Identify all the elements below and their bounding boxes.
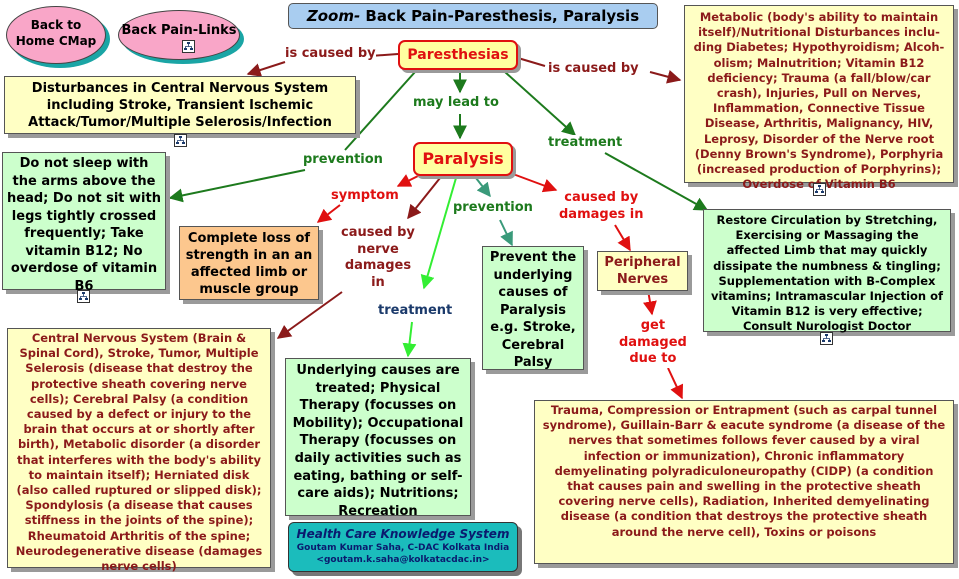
paralysis-prevention-node: Prevent the underlying causes of Paralys… (482, 246, 584, 370)
concept-map-icon[interactable] (174, 134, 187, 147)
title-zoom: Zoom- (306, 7, 361, 25)
back-to-home-button[interactable]: Back to Home CMap (6, 6, 106, 64)
back-pain-links-button[interactable]: Back Pain-Links (118, 10, 240, 60)
concept-map-icon[interactable] (77, 290, 90, 303)
concept-map-icon[interactable] (813, 183, 826, 196)
concept-map-icon[interactable] (182, 40, 195, 53)
footer-email[interactable]: <goutam.k.saha@kolkatacdac.in> (316, 555, 490, 565)
label-caused-by-damages-in: caused by damages in (559, 189, 644, 223)
label-caused-by-nerve-damages: caused by nerve damages in (341, 225, 415, 291)
back-pain-links-label: Back Pain-Links (121, 23, 237, 38)
treatment-restore-node: Restore Circulation by Stretching, Exerc… (703, 209, 951, 333)
label-treatment-2: treatment (378, 303, 453, 318)
paralysis-treatment-node: Underlying causes are treated; Physical … (285, 358, 471, 519)
metabolic-causes-node: Metabolic (body's ability to maintain it… (684, 5, 954, 191)
label-prevention-2: prevention (453, 200, 533, 215)
footer-credits: Health Care Knowledge System Goutam Kuma… (288, 522, 518, 572)
prevention-tips-node: Do not sleep with the arms above the hea… (2, 152, 166, 294)
label-is-caused-by-left: is caused by (285, 46, 376, 61)
title-text: Back Pain-Paresthesis, Paralysis (360, 7, 640, 25)
footer-title: Health Care Knowledge System (296, 527, 510, 541)
label-prevention-1: prevention (303, 152, 383, 167)
label-symptom: symptom (331, 188, 399, 203)
page-title: Zoom- Back Pain-Paresthesis, Paralysis (288, 3, 658, 29)
label-is-caused-by-right: is caused by (548, 61, 639, 76)
cns-disturbances-node: Disturbances in Central Nervous System i… (4, 76, 356, 134)
complete-loss-node: Complete loss of strength in an an affec… (179, 226, 319, 300)
label-treatment-1: treatment (548, 135, 623, 150)
paralysis-concept[interactable]: Paralysis (413, 142, 513, 176)
label-may-lead-to: may lead to (413, 95, 499, 110)
paresthesias-concept[interactable]: Paresthesias (398, 40, 518, 70)
concept-map-icon[interactable] (820, 332, 833, 345)
label-get-damaged-due-to: get damaged due to (619, 318, 687, 368)
peripheral-damage-causes-node: Trauma, Compression or Entrapment (such … (534, 400, 954, 564)
peripheral-nerves-node: Peripheral Nerves (597, 251, 688, 291)
footer-author: Goutam Kumar Saha, C-DAC Kolkata India (296, 543, 510, 553)
nerve-damage-causes-node: Central Nervous System (Brain & Spinal C… (7, 328, 271, 573)
